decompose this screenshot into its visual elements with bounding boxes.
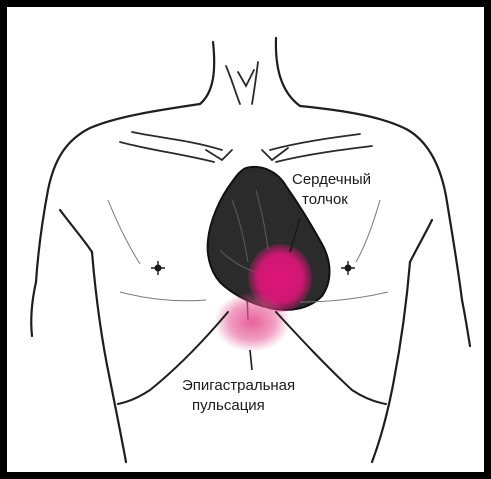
clavicles [120, 62, 372, 162]
shoulder-left [36, 104, 200, 282]
side-right [372, 262, 410, 462]
neck-left [200, 42, 214, 104]
armpit-right [410, 220, 432, 262]
cardiac-impulse-label-line2: толчок [302, 191, 348, 208]
leader-epigastric [250, 350, 252, 370]
arm-left [31, 282, 36, 336]
side-left [92, 252, 126, 462]
armpit-left [60, 210, 92, 252]
arm-right [462, 300, 470, 346]
epigastric-label-line1: Эпигастральная [182, 377, 295, 394]
epigastric-pulsation-area [214, 292, 290, 352]
cardiac-impulse-label-line1: Сердечный [292, 171, 371, 188]
epigastric-label-line2: пульсация [192, 397, 265, 414]
neck-right [276, 38, 300, 106]
